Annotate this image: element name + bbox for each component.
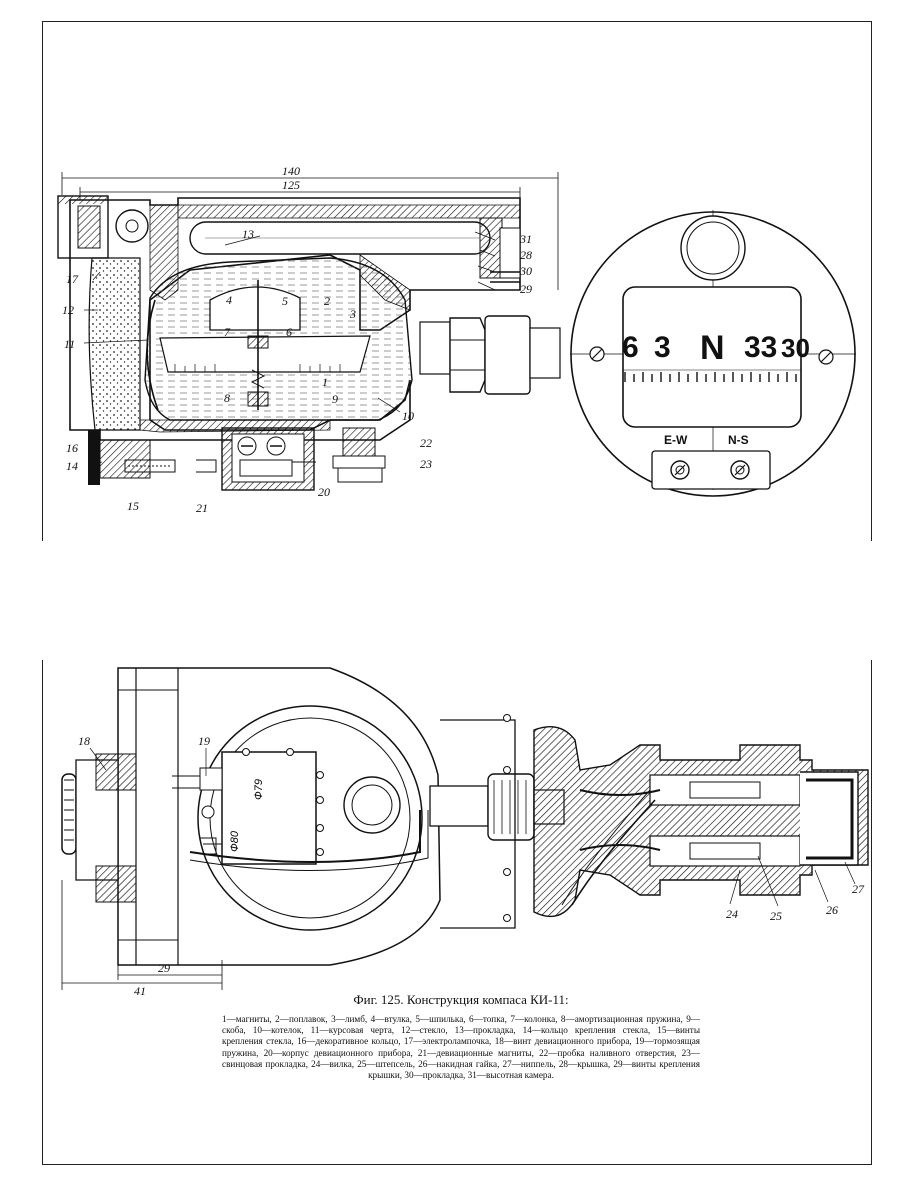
altitude-chamber <box>189 217 521 283</box>
label-15: 15 <box>127 499 139 513</box>
label-10: 10 <box>402 409 414 423</box>
compass-bowl <box>144 257 413 421</box>
label-21: 21 <box>196 501 208 515</box>
label-23: 23 <box>420 457 432 471</box>
plan-plug-assembly <box>533 726 869 918</box>
label-5: 5 <box>282 294 288 308</box>
compass-plan-view: 29 41 Ф79 Ф80 18 19 24 25 26 27 <box>61 667 869 998</box>
label-22: 22 <box>420 436 432 450</box>
label-14: 14 <box>66 459 78 473</box>
frame-left-line <box>42 21 43 541</box>
label-4: 4 <box>226 293 232 307</box>
deviation-device <box>124 427 386 491</box>
section-callouts <box>83 231 496 466</box>
caption-legend: 1—магниты, 2—поплавок, 3—лимб, 4—втулка,… <box>222 1014 700 1081</box>
label-27: 27 <box>852 882 865 896</box>
label-26: 26 <box>826 903 838 917</box>
label-3: 3 <box>349 307 356 321</box>
label-31: 31 <box>519 232 532 246</box>
label-9: 9 <box>332 392 338 406</box>
dim-140-label: 140 <box>282 164 300 178</box>
label-19: 19 <box>198 734 210 748</box>
label-16: 16 <box>66 441 78 455</box>
label-25: 25 <box>770 909 782 923</box>
figure-caption: Фиг. 125. Конструкция компаса КИ-11: 1—м… <box>222 992 700 1081</box>
label-17: 17 <box>66 272 79 286</box>
compass-section-view: 140 125 <box>57 164 856 515</box>
dimension-140: 140 <box>61 164 559 290</box>
dim-125-label: 125 <box>282 178 300 192</box>
frame-right-line-lower <box>871 660 872 1165</box>
label-13: 13 <box>242 227 254 241</box>
label-1: 1 <box>322 375 328 389</box>
label-11: 11 <box>64 337 75 351</box>
plan-dimensions <box>61 880 223 990</box>
plan-callouts <box>89 747 856 907</box>
knob-label-ew: E-W <box>664 433 688 447</box>
label-18: 18 <box>78 734 90 748</box>
label-20: 20 <box>318 485 330 499</box>
frame-top-line <box>42 21 872 22</box>
label-12: 12 <box>62 303 74 317</box>
caption-title: Фиг. 125. Конструкция компаса КИ-11: <box>353 992 569 1007</box>
label-8: 8 <box>224 391 230 405</box>
mark-d79: Ф79 <box>253 779 265 800</box>
label-30: 30 <box>519 264 532 278</box>
scale-number-3: 3 <box>654 331 671 364</box>
scale-number-6: 6 <box>622 331 639 364</box>
side-connector <box>419 315 561 395</box>
section-labels: 13 31 28 30 29 17 12 11 16 14 15 4 5 2 3… <box>62 227 532 515</box>
label-24: 24 <box>726 907 738 921</box>
label-29: 29 <box>520 282 532 296</box>
compass-front-view <box>570 210 856 497</box>
frame-left-line-lower <box>42 660 43 1165</box>
dial-scale-readout: 6 3 N 33 30 <box>620 329 810 367</box>
scale-number-33: 33 <box>744 331 778 364</box>
frame-right-line <box>871 21 872 541</box>
dimension-125: 125 <box>79 178 521 200</box>
label-6: 6 <box>286 325 292 339</box>
label-2: 2 <box>324 294 330 308</box>
dim-29-label: 29 <box>158 961 170 975</box>
scale-number-30: 30 <box>781 333 810 363</box>
plan-housing <box>61 667 565 966</box>
label-7: 7 <box>224 325 231 339</box>
mark-d80: Ф80 <box>229 830 241 852</box>
scale-letter-n: N <box>700 329 725 367</box>
frame-bottom-line <box>42 1164 872 1165</box>
label-28: 28 <box>520 248 532 262</box>
dim-41-label: 41 <box>134 984 146 998</box>
knob-label-ns: N-S <box>728 433 749 447</box>
